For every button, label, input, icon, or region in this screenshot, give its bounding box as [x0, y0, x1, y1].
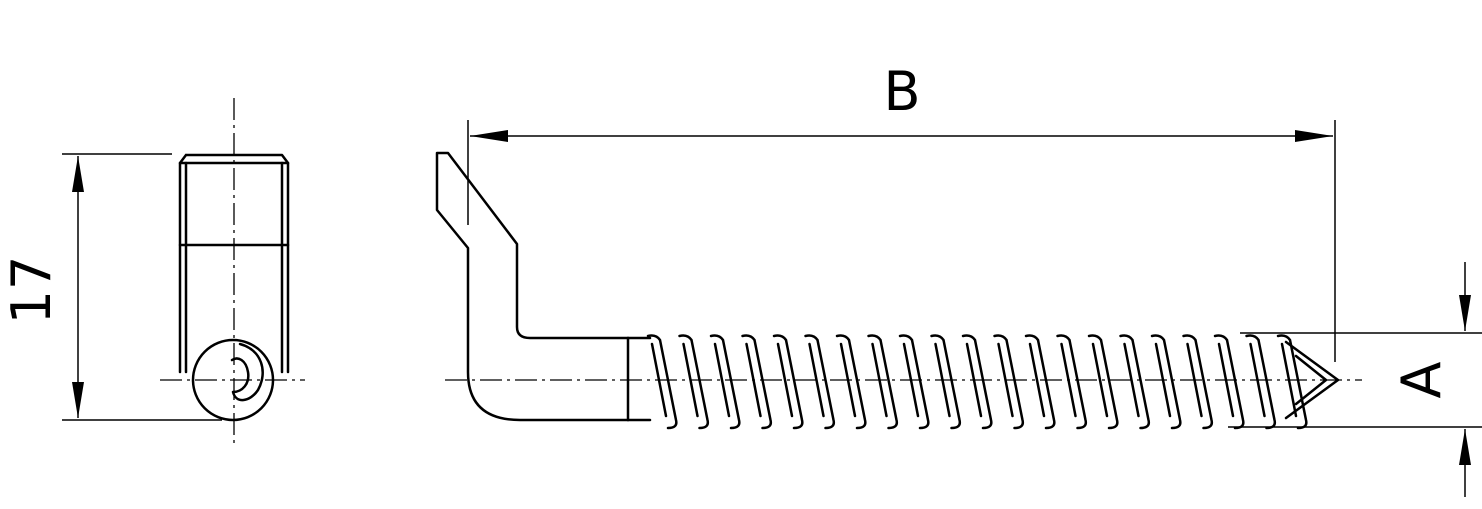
- dim-17-label: 17: [0, 256, 63, 325]
- dim-17-arrow-top: [72, 156, 84, 192]
- hook-outline: [435, 151, 630, 422]
- dim-a-label: A: [1390, 361, 1453, 398]
- thread-crest: [1119, 334, 1151, 430]
- dim-a-arrow-bottom: [1459, 429, 1471, 465]
- thread-crest: [1087, 334, 1119, 430]
- dim-b-label: B: [883, 60, 920, 123]
- dim-17-arrow-bottom: [72, 382, 84, 418]
- dim-b-arrow-left: [470, 130, 508, 142]
- screw-threads: [646, 334, 1308, 430]
- thread-crest: [804, 334, 836, 430]
- dim-a-arrow-top: [1459, 295, 1471, 331]
- end-view: 17: [0, 98, 305, 444]
- thread-root: [1091, 342, 1109, 418]
- thread-root: [1028, 342, 1046, 418]
- thread-root: [776, 342, 794, 418]
- thread-crest: [772, 334, 804, 430]
- side-view: B A: [435, 60, 1482, 497]
- end-view-thread-curl: [230, 342, 264, 402]
- thread-crest: [867, 334, 899, 430]
- dim-b-arrow-right: [1295, 130, 1333, 142]
- thread-crest: [1182, 334, 1214, 430]
- thread-root: [713, 342, 731, 418]
